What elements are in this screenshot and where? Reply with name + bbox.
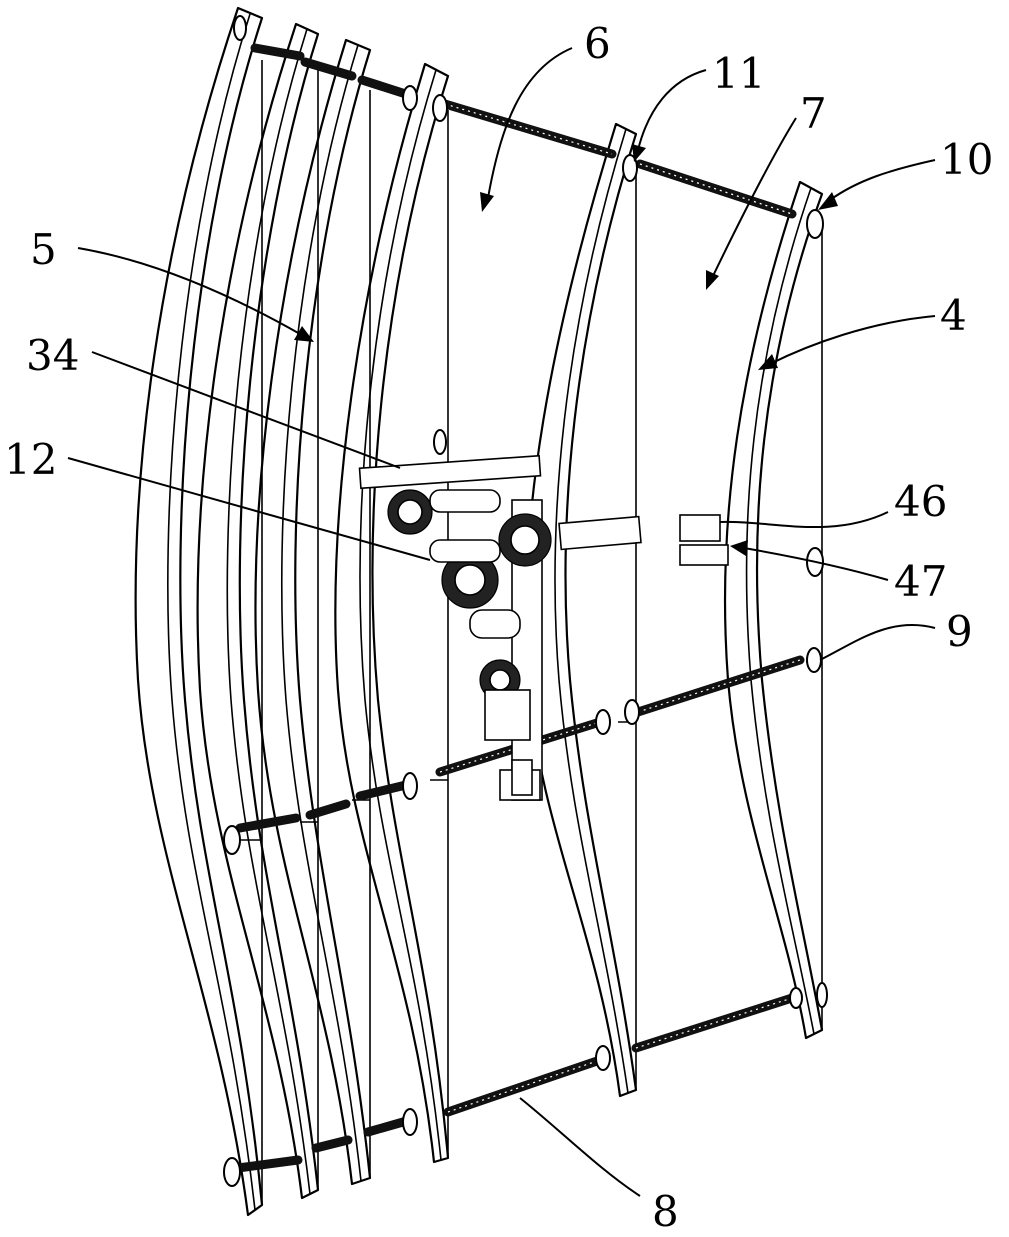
clamp-head xyxy=(679,514,721,542)
link-arm xyxy=(429,489,501,513)
central-mechanism xyxy=(358,454,729,801)
boss xyxy=(622,154,638,182)
curved-plate-d-inner-edge xyxy=(359,69,442,1161)
boss xyxy=(816,982,828,1008)
top-rod-2 xyxy=(300,57,357,81)
boss xyxy=(806,647,822,673)
bottom-rod-2 xyxy=(311,1135,353,1153)
label-6: 6 xyxy=(584,19,611,68)
boss xyxy=(624,699,640,725)
label-11: 11 xyxy=(712,49,765,98)
boss xyxy=(223,825,241,855)
boss xyxy=(789,987,803,1009)
curved-plate-a-inner-edge xyxy=(167,13,256,1211)
boss xyxy=(402,1108,418,1136)
leader-10 xyxy=(829,159,936,201)
gear xyxy=(454,564,486,596)
top-rod-1 xyxy=(250,43,305,61)
label-12: 12 xyxy=(4,435,57,484)
curved-plate-c-inner-edge xyxy=(280,44,362,1182)
bottom-rod-5 xyxy=(631,993,797,1053)
leader-7 xyxy=(711,117,797,279)
label-9: 9 xyxy=(946,607,973,656)
label-34: 34 xyxy=(26,331,79,380)
boss xyxy=(233,15,247,41)
curved-plate-d xyxy=(334,62,450,1164)
gear xyxy=(489,669,511,691)
plate-back-edges xyxy=(240,60,823,1205)
mechanism-top-plate xyxy=(358,454,542,490)
label-10: 10 xyxy=(940,135,993,184)
leader-5 xyxy=(77,247,301,335)
label-4: 4 xyxy=(940,291,967,340)
clamp-jaw xyxy=(679,544,729,566)
side-arm xyxy=(558,515,642,551)
slot xyxy=(511,759,533,796)
bottom-rod-1 xyxy=(233,1155,303,1173)
boss xyxy=(595,1045,611,1071)
leader-11 xyxy=(637,69,707,151)
top-rod-4 xyxy=(440,99,617,159)
leader-9 xyxy=(819,623,936,661)
boss xyxy=(402,772,418,800)
mid-rod-1 xyxy=(235,813,301,833)
mid-rod-2 xyxy=(305,799,351,820)
curved-plate-f xyxy=(723,180,824,1040)
boss xyxy=(433,429,447,455)
curved-plate-f-inner-edge xyxy=(745,187,815,1035)
label-47: 47 xyxy=(894,557,947,606)
reference-labels: 6 11 7 10 5 4 34 12 46 47 9 8 xyxy=(4,19,993,1236)
label-8: 8 xyxy=(652,1187,679,1236)
label-5: 5 xyxy=(30,225,57,274)
leader-46 xyxy=(719,511,889,529)
bracket xyxy=(484,689,531,741)
leader-34 xyxy=(91,351,401,469)
boss xyxy=(432,94,448,122)
boss xyxy=(402,85,418,111)
curved-plate-b-inner-edge xyxy=(226,28,311,1195)
mid-rod-3 xyxy=(355,779,415,801)
link-arm xyxy=(429,539,501,563)
boss xyxy=(595,709,611,735)
leader-6 xyxy=(487,47,573,199)
gear xyxy=(397,499,423,525)
link-arm xyxy=(469,609,521,639)
leader-8 xyxy=(519,1097,641,1197)
leader-12 xyxy=(67,457,431,561)
leader-4 xyxy=(769,315,936,365)
leader-lines xyxy=(67,47,936,1197)
label-46: 46 xyxy=(894,477,947,526)
plate-bosses xyxy=(223,15,828,1187)
curved-plate-e-inner-edge xyxy=(554,128,629,1094)
label-7: 7 xyxy=(800,89,827,138)
boss xyxy=(223,1157,241,1187)
boss xyxy=(806,209,824,239)
leader-47 xyxy=(743,547,889,581)
gear xyxy=(510,525,540,555)
